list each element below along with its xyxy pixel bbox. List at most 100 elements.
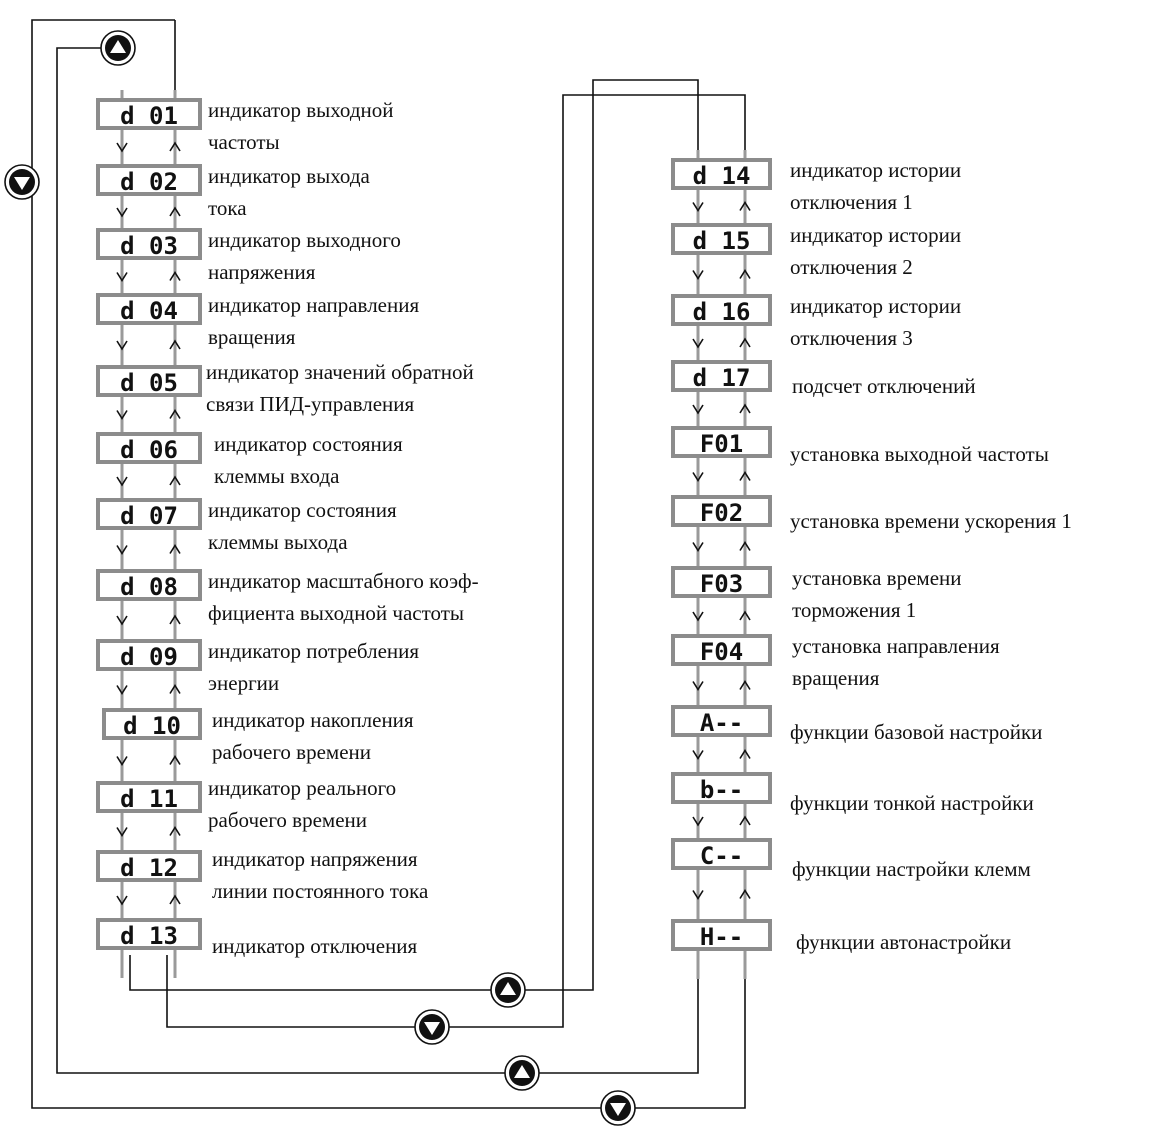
lcd-display [671,919,772,951]
left-column-up-arrow [169,754,181,765]
lcd-code: d 14 [693,162,751,190]
right-column-item[interactable]: H--функции автонастройки [671,919,1011,954]
item-description: клеммы входа [214,464,340,488]
item-description: частоты [208,130,280,154]
lcd-code: d 11 [120,785,178,813]
right-column-down-arrow [692,472,704,483]
right-column-down-arrow [692,890,704,901]
item-description: индикатор отключения [212,934,418,958]
lcd-code: d 02 [120,168,178,196]
item-description: отключения 3 [790,326,913,350]
right-column-down-arrow [692,202,704,213]
lcd-display [671,223,772,255]
left-column-up-arrow [169,141,181,152]
lcd-code: d 08 [120,573,178,601]
left-column-up-arrow [169,339,181,350]
lcd-code: d 16 [693,298,751,326]
down-button-bottom[interactable] [600,1090,636,1126]
lcd-code: F03 [700,570,743,598]
lcd-display [671,566,772,598]
left-column-item[interactable]: d 13 индикатор отключения [96,918,418,958]
lcd-code: d 17 [693,364,751,392]
item-description: рабочего времени [212,740,371,764]
item-description: установка времени ускорения 1 [790,509,1072,533]
down-arrow-icon [610,1103,626,1116]
down-button-mid[interactable] [414,1009,450,1045]
up-arrow-icon [514,1065,530,1078]
lcd-code: d 03 [120,232,178,260]
left-to-right-up-wire [129,79,699,991]
down-button-left[interactable] [4,164,40,200]
right-column-up-arrow [739,403,751,414]
item-description: функции настройки клемм [792,857,1031,881]
left-column-up-arrow [169,825,181,836]
item-description: индикатор напряжения [212,847,418,871]
down-arrow-icon [424,1022,440,1035]
lcd-display [671,838,772,870]
right-column-item[interactable]: A--функции базовой настройки [671,705,1042,744]
item-description: рабочего времени [208,808,367,832]
left-column-down-arrow [116,545,128,556]
item-description: энергии [208,671,279,695]
right-column-up-arrow [739,748,751,759]
item-description: индикатор состояния [208,498,397,522]
item-description: индикатор истории [790,294,961,318]
left-column-down-arrow [116,685,128,696]
lcd-display [96,918,202,950]
right-column-up-arrow [739,470,751,481]
right-column-down-arrow [692,681,704,692]
up-button-mid[interactable] [490,972,526,1008]
left-column-down-arrow [116,756,128,767]
lcd-code: d 09 [120,643,178,671]
lcd-code: d 13 [120,922,178,950]
lcd-code: d 07 [120,502,178,530]
up-button-top[interactable] [100,30,136,66]
lcd-display [96,781,202,813]
lcd-code: d 06 [120,436,178,464]
lcd-display [671,634,772,666]
item-description: вращения [208,325,296,349]
lcd-code: d 12 [120,854,178,882]
item-description: установка направления [792,634,1000,658]
lcd-display [102,708,202,740]
up-button-bottom[interactable] [504,1055,540,1091]
lcd-code: C-- [700,842,743,870]
left-column-down-arrow [116,272,128,283]
lcd-display [96,365,202,397]
left-column-item[interactable]: d 12 индикатор напряжения линии постоянног… [96,847,429,903]
item-description: линии постоянного тока [212,879,429,903]
item-description: напряжения [208,260,316,284]
right-column-item[interactable]: b--функции тонкой настройки [671,772,1034,815]
item-description: связи ПИД-управления [206,392,415,416]
left-column-up-arrow [169,270,181,281]
right-column-item[interactable]: d 16 индикатор истории отключения 3 [671,294,961,350]
left-column-down-arrow [116,207,128,218]
connector-wires [31,19,746,1109]
right-column-item[interactable]: C-- функции настройки клемм [671,838,1031,881]
item-description: фициента выходной частоты [208,601,464,625]
lcd-code: A-- [700,709,743,737]
item-description: тока [208,196,247,220]
right-column-down-arrow [692,542,704,553]
item-description: отключения 2 [790,255,913,279]
down-arrow-icon [14,177,30,190]
lcd-code: H-- [700,923,743,951]
